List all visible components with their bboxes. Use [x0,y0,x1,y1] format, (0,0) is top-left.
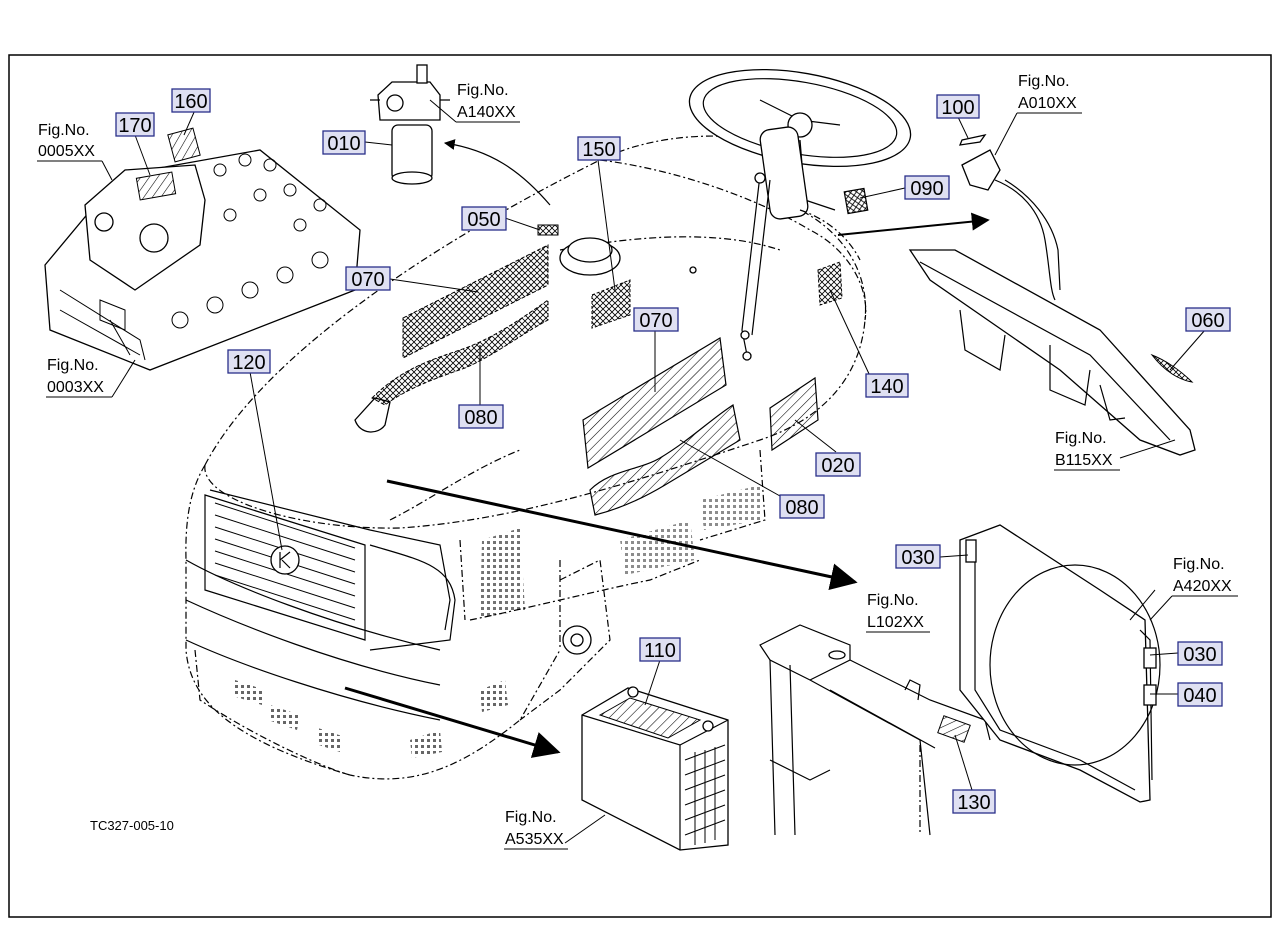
callout-010: 010 [322,130,366,155]
callout-090: 090 [904,175,950,200]
callout-030-top: 030 [895,544,941,569]
svg-text:080: 080 [464,407,497,429]
decal-130 [937,715,971,743]
figref-A010XX: Fig.No. A010XX [994,73,1082,156]
svg-text:030: 030 [1183,644,1216,666]
callout-070-hood: 070 [345,266,391,291]
leader-lines [109,109,1206,844]
svg-text:Fig.No.: Fig.No. [1173,556,1225,573]
decal-170 [135,171,177,201]
front-frame [759,624,991,836]
figref-A420XX: Fig.No. A420XX [1149,556,1238,621]
svg-text:050: 050 [467,209,500,231]
svg-text:070: 070 [639,310,672,332]
svg-text:150: 150 [582,139,615,161]
figref-0005XX: Fig.No. 0005XX [37,122,113,181]
mirror [759,126,809,220]
callout-170: 170 [115,112,155,137]
callout-110: 110 [639,637,681,662]
svg-text:0003XX: 0003XX [47,379,104,396]
callout-080-side: 080 [779,494,825,519]
callout-050: 050 [461,206,507,231]
svg-text:030: 030 [901,547,934,569]
callout-070-side: 070 [633,307,679,332]
decal-070-hood [402,244,549,359]
callout-040: 040 [1177,682,1223,707]
callout-030-right: 030 [1177,641,1223,666]
decal-080-hood [371,299,549,406]
svg-text:060: 060 [1191,310,1224,332]
svg-text:Fig.No.: Fig.No. [505,809,557,826]
svg-text:Fig.No.: Fig.No. [1018,73,1070,90]
callout-020: 020 [815,452,861,477]
decal-080-side [589,404,741,516]
svg-text:080: 080 [785,497,818,519]
decal-020 [769,376,819,452]
decal-140 [817,261,843,306]
callout-100: 100 [936,94,980,119]
svg-text:070: 070 [351,269,384,291]
svg-text:Fig.No.: Fig.No. [867,592,919,609]
svg-text:160: 160 [174,91,207,113]
figref-B115XX: Fig.No. B115XX [1054,430,1120,471]
callout-160: 160 [171,88,211,113]
svg-text:Fig.No.: Fig.No. [457,82,509,99]
page-border [8,54,1272,918]
svg-text:120: 120 [232,352,265,374]
svg-text:110: 110 [644,640,676,662]
svg-text:020: 020 [821,455,854,477]
svg-text:A535XX: A535XX [505,831,564,848]
svg-text:A010XX: A010XX [1018,95,1077,112]
callout-060: 060 [1185,307,1231,332]
svg-text:100: 100 [941,97,974,119]
flow-arrows [344,139,990,758]
svg-text:040: 040 [1183,685,1216,707]
decal-110 [598,697,702,739]
decal-160 [167,127,201,163]
callout-150: 150 [577,136,621,161]
svg-text:L102XX: L102XX [867,614,924,631]
figref-A535XX: Fig.No. A535XX [504,809,568,850]
svg-text:0005XX: 0005XX [38,143,95,160]
svg-text:Fig.No.: Fig.No. [47,357,99,374]
ignition-key [958,134,1061,301]
svg-text:A420XX: A420XX [1173,578,1232,595]
engine-cylinder-head [44,127,361,371]
decal-050 [537,224,559,236]
figref-0003XX: Fig.No. 0003XX [46,357,136,398]
callout-140: 140 [865,373,909,398]
figref-L102XX: Fig.No. L102XX [866,592,930,633]
decal-090 [843,187,869,215]
svg-text:Fig.No.: Fig.No. [38,122,90,139]
battery [581,686,729,851]
callout-130: 130 [952,789,996,814]
figref-A140XX: Fig.No. A140XX [429,82,520,123]
svg-text:A140XX: A140XX [457,104,516,121]
dash-panel [908,249,1196,456]
svg-text:130: 130 [957,792,990,814]
svg-text:090: 090 [910,178,943,200]
decal-150 [591,279,631,329]
tractor-body [185,68,912,780]
fan-shroud [959,524,1161,803]
svg-text:B115XX: B115XX [1055,452,1113,469]
svg-text:010: 010 [327,133,360,155]
svg-text:170: 170 [118,115,151,137]
svg-text:Fig.No.: Fig.No. [1055,430,1107,447]
fuel-filter [370,64,450,185]
callout-080-hood: 080 [458,404,504,429]
svg-text:140: 140 [870,376,903,398]
callout-120: 120 [227,349,271,374]
drawing-id: TC327-005-10 [90,818,174,833]
decal-070-side [582,337,727,470]
decal-060 [1150,353,1194,383]
